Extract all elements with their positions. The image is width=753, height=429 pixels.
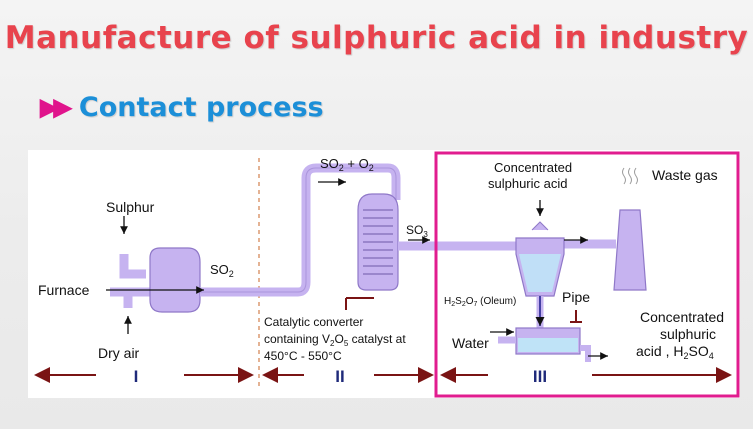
sulphur-inlet-pipe: [119, 254, 146, 279]
double-chevron-right-icon: ▶▶: [40, 94, 72, 121]
waste-gas-fumes: [622, 167, 638, 185]
slide-title: Manufacture of sulphuric acid in industr…: [4, 20, 749, 56]
contact-process-diagram: I II III Sulphur Furnace Dry air SO2 SO2…: [28, 150, 740, 398]
conc-acid-label-2: sulphuric acid: [488, 176, 568, 191]
furnace: [149, 247, 201, 313]
so3-label: SO3: [406, 223, 428, 239]
catalytic-label-3: 450°C - 550°C: [264, 349, 342, 363]
conc-acid-label-1: Concentrated: [494, 160, 572, 175]
sulphur-label: Sulphur: [106, 199, 155, 215]
stage-three-highlight: [434, 151, 740, 398]
water-label: Water: [452, 335, 489, 351]
oleum-label: H2S2O7 (Oleum): [444, 296, 516, 308]
so2-label: SO2: [210, 262, 234, 279]
pipe-label: Pipe: [562, 289, 590, 305]
subtitle-row: ▶▶ Contact process: [40, 92, 324, 123]
stage-label-1: I: [134, 367, 139, 386]
product-label-3: acid , H2SO4: [636, 343, 714, 361]
dry-air-label: Dry air: [98, 345, 140, 361]
catalytic-label-2: containing V2O5 catalyst at: [264, 332, 406, 348]
diagram-svg: I II III Sulphur Furnace Dry air SO2 SO2…: [34, 151, 740, 398]
so2-o2-label: SO2 + O2: [320, 156, 374, 173]
stage-label-3: III: [533, 367, 547, 386]
product-outlet-pipe: [580, 345, 591, 362]
catalyst-layers: [363, 209, 393, 275]
catalytic-label-1: Catalytic converter: [264, 315, 363, 329]
slide-subtitle: Contact process: [78, 92, 324, 123]
product-label-2: sulphuric: [660, 326, 716, 342]
furnace-label: Furnace: [38, 282, 90, 298]
stage-label-2: II: [335, 367, 344, 386]
product-label-1: Concentrated: [640, 309, 724, 325]
chimney: [613, 209, 647, 291]
waste-gas-label: Waste gas: [652, 167, 718, 183]
acid-spray: [531, 221, 549, 231]
